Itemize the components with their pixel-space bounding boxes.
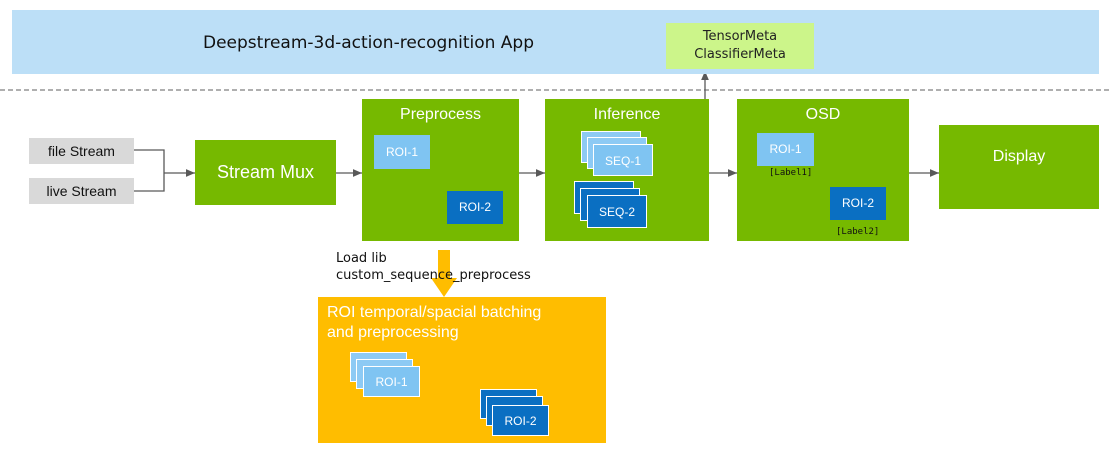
seq-2-card: SEQ-2: [587, 195, 647, 228]
file-stream-connector: [134, 149, 165, 173]
batching-box: ROI temporal/spacial batching and prepro…: [318, 297, 606, 443]
live-stream-connector: [134, 173, 165, 192]
stream-mux-title: Stream Mux: [216, 162, 315, 182]
file-stream-source: file Stream: [29, 138, 134, 164]
app-banner: [12, 10, 1099, 74]
preprocess-stage: Preprocess ROI-1 ROI-2: [362, 99, 519, 241]
seq-1-card: SEQ-1: [593, 144, 653, 176]
osd-title: OSD: [805, 106, 841, 123]
load-lib-annotation: Load lib custom_sequence_preprocess: [336, 250, 531, 284]
osd-label-1: [Label1]: [769, 168, 813, 178]
stream-mux-stage: Stream Mux: [195, 140, 336, 205]
osd-roi-2: ROI-2: [830, 187, 886, 220]
app-title: Deepstream-3d-action-recognition App: [203, 33, 535, 53]
display-title: Display: [992, 148, 1046, 165]
load-lib-line-2: custom_sequence_preprocess: [336, 268, 531, 283]
batch-roi-1-card: ROI-1: [363, 366, 420, 397]
inference-title: Inference: [593, 106, 661, 123]
batching-title-line-1: ROI temporal/spacial batching: [327, 304, 542, 321]
load-lib-line-1: Load lib: [336, 251, 387, 266]
batch-roi-2-card: ROI-2: [492, 405, 549, 436]
classifier-meta-label: ClassifierMeta: [694, 47, 786, 62]
tensor-meta-label: TensorMeta: [702, 29, 778, 44]
meta-output-box: TensorMeta ClassifierMeta: [666, 23, 814, 69]
batching-title-line-2: and preprocessing: [327, 324, 459, 341]
load-lib-arrow: [431, 250, 457, 297]
preprocess-roi-1: ROI-1: [374, 135, 430, 169]
inference-stage: Inference SEQ-1 SEQ-2: [545, 99, 709, 241]
preprocess-title: Preprocess: [400, 106, 481, 123]
osd-label-2: [Label2]: [836, 227, 880, 237]
osd-stage: OSD ROI-1 [Label1] ROI-2 [Label2]: [737, 99, 909, 241]
batching-title: ROI temporal/spacial batching and prepro…: [327, 303, 541, 343]
preprocess-roi-2: ROI-2: [447, 191, 503, 224]
osd-roi-1: ROI-1: [757, 133, 814, 166]
live-stream-source: live Stream: [29, 178, 134, 204]
display-stage: Display: [939, 125, 1099, 209]
